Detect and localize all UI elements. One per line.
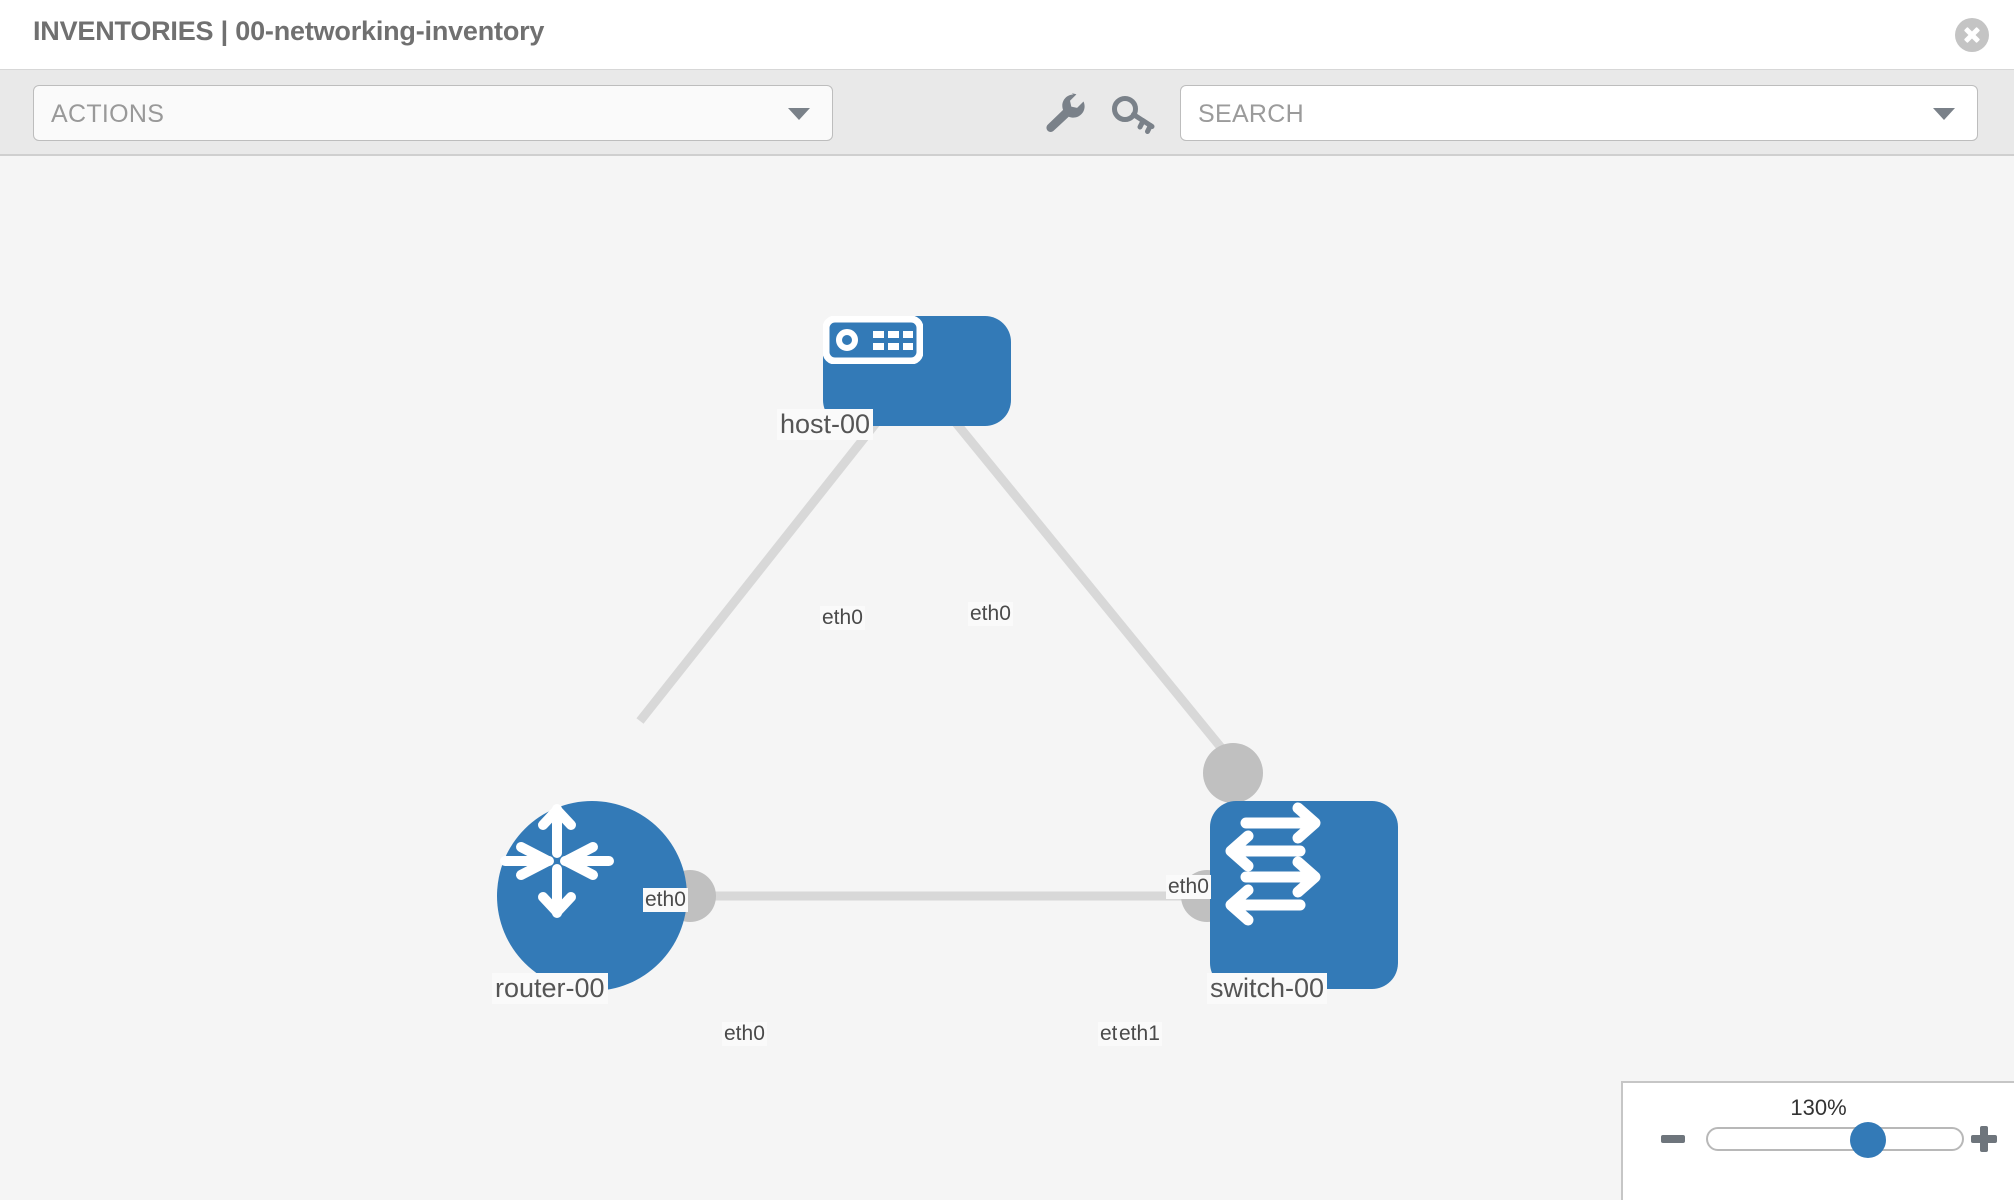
- chevron-down-icon: [788, 108, 810, 120]
- topology-canvas[interactable]: host-00 router-00: [0, 156, 2014, 1200]
- edge-label-host-switch-near-host: eth0: [968, 602, 1013, 626]
- link-host-switch: [948, 415, 1236, 764]
- plus-icon[interactable]: [1971, 1126, 1997, 1152]
- zoom-slider-track[interactable]: [1706, 1122, 1964, 1158]
- key-icon[interactable]: [1108, 88, 1158, 138]
- actions-dropdown-label: ACTIONS: [51, 100, 165, 128]
- edge-label-host-router-near-router: eth0: [643, 888, 688, 912]
- minus-icon[interactable]: [1661, 1135, 1685, 1143]
- topology-links: [636, 331, 1263, 922]
- edge-label-host-router-near-host: eth0: [820, 606, 865, 630]
- page-title: INVENTORIES | 00-networking-inventory: [33, 16, 545, 46]
- connector-switch-north: [1203, 743, 1263, 803]
- toolbar: ACTIONS SEARCH: [0, 70, 2014, 156]
- edge-label-router-switch-near-router: eth0: [722, 1022, 767, 1046]
- node-label-switch-00: switch-00: [1207, 973, 1328, 1004]
- search-placeholder: SEARCH: [1198, 100, 1304, 128]
- link-host-router: [636, 415, 884, 724]
- zoom-level-value: 130%: [1790, 1095, 1847, 1120]
- plus-icon-vertical: [1980, 1126, 1988, 1152]
- search-input[interactable]: SEARCH: [1180, 85, 1978, 141]
- actions-dropdown[interactable]: ACTIONS: [33, 85, 833, 141]
- zoom-control-panel: 130%: [1621, 1081, 2014, 1200]
- wrench-icon[interactable]: [1040, 88, 1090, 138]
- close-icon[interactable]: [1955, 18, 1989, 52]
- edge-label-host-switch-near-switch: eth0: [1166, 875, 1211, 899]
- node-label-router-00: router-00: [492, 973, 608, 1004]
- chevron-down-icon: [1933, 108, 1955, 120]
- switch-node-shape[interactable]: [1210, 801, 1398, 989]
- page-header: INVENTORIES | 00-networking-inventory: [0, 0, 2014, 70]
- zoom-slider-thumb[interactable]: [1850, 1122, 1886, 1158]
- node-label-host-00: host-00: [777, 409, 874, 440]
- edge-label-router-switch-near-switch: eth1: [1117, 1022, 1162, 1046]
